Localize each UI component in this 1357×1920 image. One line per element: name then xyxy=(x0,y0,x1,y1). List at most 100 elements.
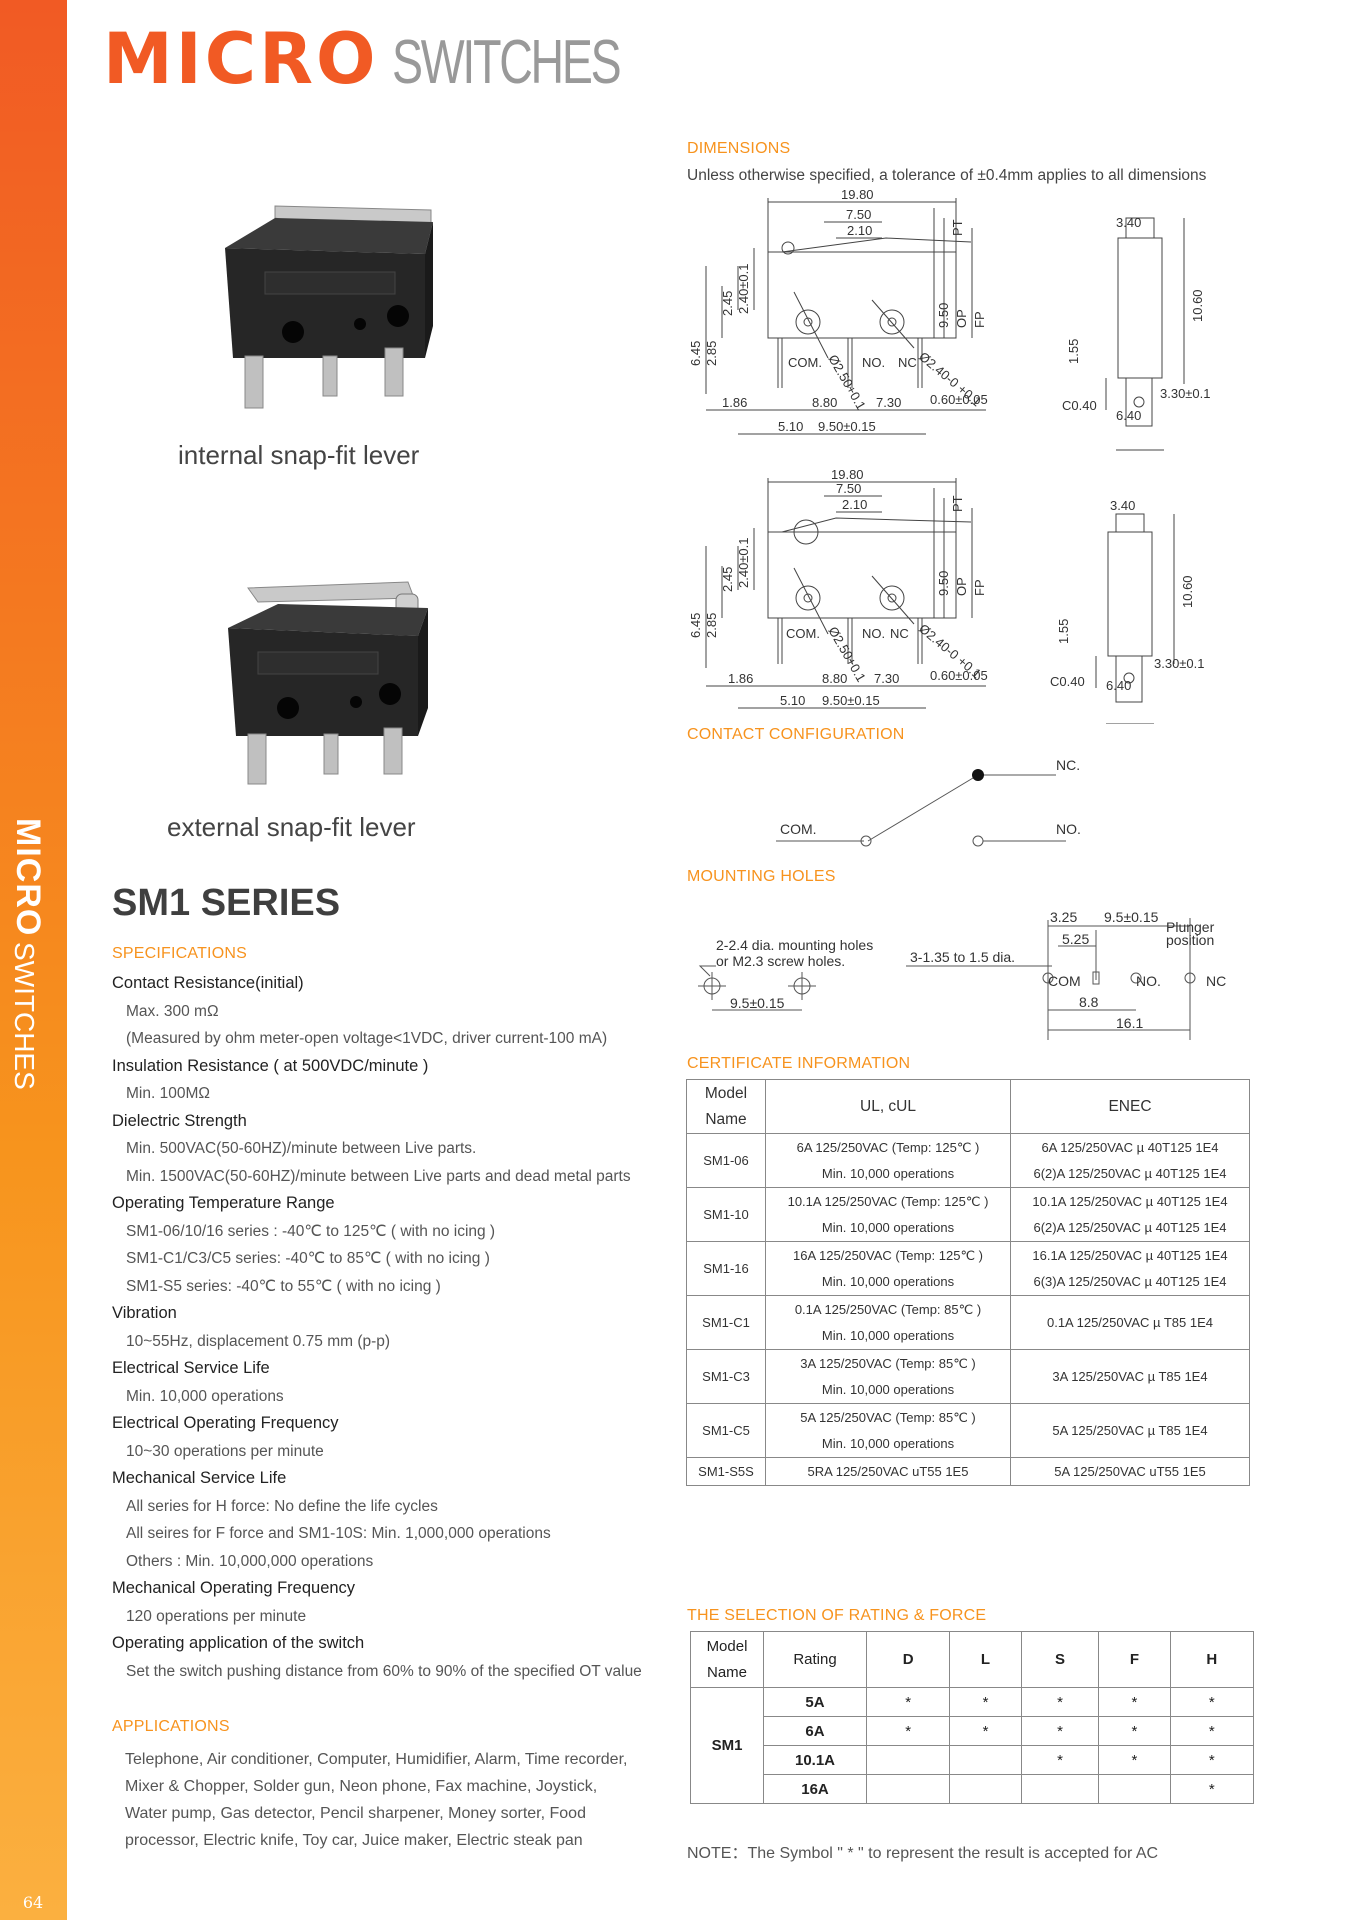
dim2-side-c0.40: C0.40 xyxy=(1050,674,1085,689)
certificate-model: SM1-C3 xyxy=(686,1349,766,1404)
selection-mark: * xyxy=(865,1687,951,1717)
certificate-header-enec: ENEC xyxy=(1010,1079,1250,1134)
dimensions-heading: DIMENSIONS xyxy=(687,140,791,157)
certificate-enec-line: 6(2)A 125/250VAC µ 40T125 1E4 xyxy=(1033,1219,1227,1235)
dim2-6.45: 6.45 xyxy=(688,613,703,638)
certificate-enec-line: 3A 125/250VAC µ T85 1E4 xyxy=(1052,1368,1208,1384)
certificate-ul-line: 5A 125/250VAC (Temp: 85℃ ) xyxy=(800,1409,976,1425)
selection-mark: * xyxy=(1098,1745,1171,1775)
label-nc: NC xyxy=(898,355,917,370)
selection-mark: * xyxy=(1020,1745,1100,1775)
spec-value: (Measured by ohm meter-open voltage<1VDC… xyxy=(126,1030,608,1047)
certificate-enec-line: 16.1A 125/250VAC µ 40T125 1E4 xyxy=(1032,1247,1228,1263)
spec-heading: Insulation Resistance ( at 500VDC/minute… xyxy=(112,1056,429,1075)
spec-value: SM1-C1/C3/C5 series: -40℃ to 85℃ ( with … xyxy=(126,1250,490,1267)
certificate-header-ul: UL, cUL xyxy=(765,1079,1011,1134)
certificate-model: SM1-16 xyxy=(686,1241,766,1296)
mounting-plunger-1: Plunger xyxy=(1166,919,1215,935)
switch-external-lever-image xyxy=(228,581,428,785)
dim-2.45: 2.45 xyxy=(720,291,735,316)
page-number: 64 xyxy=(22,1893,44,1912)
selection-mark: * xyxy=(949,1716,1022,1746)
mounting-pitch: 9.5±0.15 xyxy=(730,995,785,1011)
dim2-1.86: 1.86 xyxy=(728,671,753,686)
selection-header-col: S xyxy=(1020,1631,1100,1688)
spec-value: All seires for F force and SM1-10S: Min.… xyxy=(126,1525,551,1542)
spec-heading: Dielectric Strength xyxy=(112,1111,247,1130)
mounting-5.25: 5.25 xyxy=(1062,931,1089,947)
selection-rating: 10.1A xyxy=(763,1745,867,1775)
label2-nc: NC xyxy=(890,626,909,641)
spec-heading: Electrical Operating Frequency xyxy=(112,1414,339,1432)
certificate-enec: 0.1A 125/250VAC µ T85 1E4 xyxy=(1010,1295,1250,1350)
mounting-no: NO. xyxy=(1136,973,1161,989)
spec-value: Min. 100MΩ xyxy=(126,1085,210,1102)
certificate-ul-line: 10.1A 125/250VAC (Temp: 125℃ ) xyxy=(787,1193,989,1209)
spec-value: Min. 10,000 operations xyxy=(126,1387,284,1405)
spec-value: 120 operations per minute xyxy=(126,1607,307,1625)
spec-value: 10~55Hz, displacement 0.75 mm (p-p) xyxy=(126,1332,391,1350)
selection-header-rating: Rating xyxy=(763,1631,867,1688)
selection-rating: 16A xyxy=(763,1774,867,1804)
mounting-note-2: or M2.3 screw holes. xyxy=(716,953,845,969)
certificate-model: SM1-C1 xyxy=(686,1295,766,1350)
contact-com: COM. xyxy=(780,821,817,837)
spec-heading: Electrical Service Life xyxy=(112,1359,270,1377)
dim2-side-10.60: 10.60 xyxy=(1180,575,1195,608)
contact-heading: CONTACT CONFIGURATION xyxy=(687,726,905,743)
selection-mark: * xyxy=(1169,1716,1255,1746)
dim-19.80: 19.80 xyxy=(841,188,874,202)
certificate-enec: 5A 125/250VAC uT55 1E5 xyxy=(1010,1457,1250,1486)
dim-7.30: 7.30 xyxy=(876,395,901,410)
dim-0.60: 0.60±0.05 xyxy=(930,392,988,407)
dim-side-6.40: 6.40 xyxy=(1116,408,1141,423)
selection-mark xyxy=(1020,1774,1100,1804)
dim-1.86: 1.86 xyxy=(722,395,747,410)
selection-mark: * xyxy=(1098,1687,1171,1717)
certificate-ul: 5A 125/250VAC (Temp: 85℃ )Min. 10,000 op… xyxy=(765,1403,1011,1458)
spec-heading: Mechanical Operating Frequency xyxy=(112,1579,356,1597)
dim2-0.60: 0.60±0.05 xyxy=(930,668,988,683)
selection-mark xyxy=(949,1774,1022,1804)
dim2-pt: PT xyxy=(950,495,965,512)
certificate-enec-line: 10.1A 125/250VAC µ 40T125 1E4 xyxy=(1032,1193,1228,1209)
certificate-ul: 6A 125/250VAC (Temp: 125℃ )Min. 10,000 o… xyxy=(765,1133,1011,1188)
certificate-model: SM1-S5S xyxy=(686,1457,766,1486)
dim2-op: OP xyxy=(954,577,969,596)
dim-9.50: 9.50 xyxy=(936,303,951,328)
certificate-enec-line: 6(3)A 125/250VAC µ 40T125 1E4 xyxy=(1033,1273,1227,1289)
selection-header-col: F xyxy=(1098,1631,1171,1688)
dimension-drawing-external: 19.80 7.50 2.10 PT 9.50 OP FP 6.45 2.85 … xyxy=(688,468,1205,724)
selection-header-col: H xyxy=(1169,1631,1255,1688)
label2-com: COM. xyxy=(786,626,820,641)
dim2-8.80: 8.80 xyxy=(822,671,847,686)
mounting-9.5: 9.5±0.15 xyxy=(1104,909,1159,925)
dim-side-c0.40: C0.40 xyxy=(1062,398,1097,413)
spec-value: Others : Min. 10,000,000 operations xyxy=(126,1552,374,1570)
certificate-header-row: Model Name UL, cUL ENEC xyxy=(686,1079,1250,1134)
spec-heading: Operating Temperature Range xyxy=(112,1194,335,1212)
certificate-ul-line: Min. 10,000 operations xyxy=(821,1219,955,1235)
selection-mark xyxy=(865,1774,951,1804)
certificate-enec-line: 5A 125/250VAC µ T85 1E4 xyxy=(1052,1422,1208,1438)
selection-header-col: L xyxy=(949,1631,1022,1688)
certificate-heading: CERTIFICATE INFORMATION xyxy=(687,1055,911,1072)
selection-mark xyxy=(949,1745,1022,1775)
mounting-note-3: 3-1.35 to 1.5 dia. xyxy=(910,949,1015,965)
certificate-ul-line: Min. 10,000 operations xyxy=(821,1273,955,1289)
selection-mark: * xyxy=(1169,1745,1255,1775)
applications-heading: APPLICATIONS xyxy=(112,1718,230,1735)
dimension-drawing-internal: 19.80 7.50 2.10 PT 9.50 OP FP 6.45 2.85 … xyxy=(688,188,1211,451)
dim-pt: PT xyxy=(950,219,965,236)
application-line: processor, Electric knife, Toy car, Juic… xyxy=(125,1832,583,1849)
applications-list: Telephone, Air conditioner, Computer, Hu… xyxy=(125,1746,627,1854)
spec-value: 10~30 operations per minute xyxy=(126,1442,324,1460)
mounting-holes-diagram: 2-2.4 dia. mounting holes or M2.3 screw … xyxy=(698,909,1226,1040)
dim2-side-6.40: 6.40 xyxy=(1106,678,1131,693)
dim2-2.10: 2.10 xyxy=(842,497,867,512)
